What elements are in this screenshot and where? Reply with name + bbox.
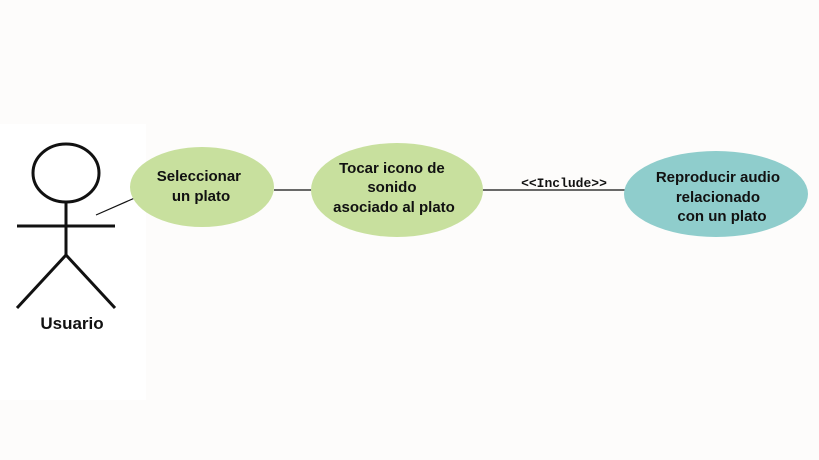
use-case-ellipse — [311, 143, 483, 237]
use-case-reproducir-audio[interactable]: Reproducir audio relacionado con un plat… — [624, 151, 808, 237]
use-case-label: Seleccionar un plato — [157, 168, 245, 205]
use-case-label-line: con un plato — [677, 208, 766, 225]
actor-figure — [15, 142, 117, 310]
use-case-tocar-icono[interactable]: Tocar icono de sonido asociado al plato — [311, 143, 483, 237]
use-case-label: Tocar icono de sonido asociado al plato — [333, 160, 455, 216]
use-case-seleccionar-plato[interactable]: Seleccionar un plato — [130, 147, 274, 227]
actor-head — [31, 142, 101, 204]
use-case-ellipse — [130, 147, 274, 227]
actor-right-leg — [64, 253, 117, 310]
use-case-label-line: relacionado — [676, 189, 760, 206]
actor-label: Usuario — [40, 314, 103, 333]
use-case-label: Reproducir audio relacionado con un plat… — [656, 169, 784, 225]
use-case-label-line: asociado al plato — [333, 199, 455, 216]
actor-association-line — [95, 196, 138, 216]
actor-left-leg — [15, 253, 68, 310]
use-case-label-line: Tocar icono de — [339, 160, 445, 177]
include-label: <<Include>> — [521, 176, 607, 191]
use-case-label-line: un plato — [172, 188, 230, 205]
use-case-ellipse — [624, 151, 808, 237]
use-case-label-line: sonido — [367, 179, 416, 196]
use-case-label-line: Seleccionar — [157, 168, 241, 185]
use-case-label-line: Reproducir audio — [656, 169, 780, 186]
